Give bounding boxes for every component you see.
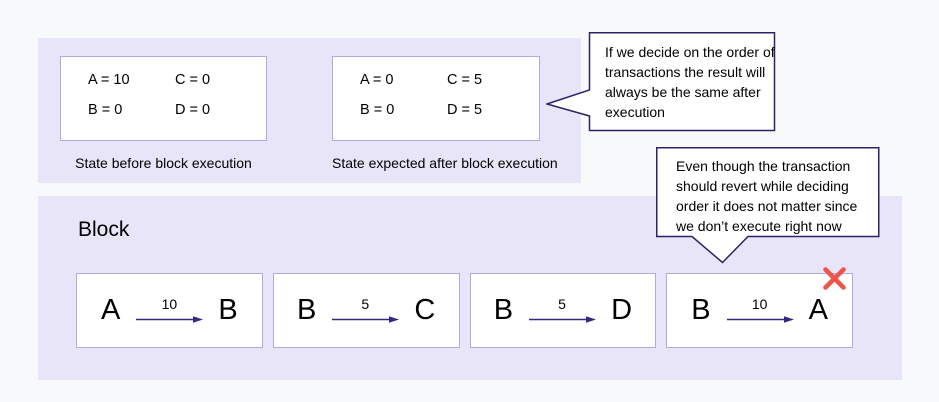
state-value: A = 10 (88, 72, 130, 88)
state-after-values: A = 0 C = 5 B = 0 D = 5 (333, 57, 539, 118)
state-before-box: A = 10 C = 0 B = 0 D = 0 (60, 56, 267, 141)
txn-from-label: B (296, 294, 317, 326)
callout-order-bubble: If we decide on the order of transaction… (546, 32, 776, 132)
txn-to-label: A (808, 294, 828, 326)
transaction-card-4: B 10 A (666, 267, 853, 348)
state-after-box: A = 0 C = 5 B = 0 D = 5 (332, 56, 540, 141)
reject-x-icon (823, 267, 846, 290)
txn-amount-label: 10 (751, 295, 768, 312)
transfer-arrow-icon (332, 315, 400, 323)
state-before-values: A = 10 C = 0 B = 0 D = 0 (61, 57, 266, 118)
state-value: B = 0 (88, 102, 123, 118)
speech-bubble-left-tail-shape (546, 32, 776, 132)
speech-bubble-bottom-tail-shape (656, 147, 880, 264)
callout-revert-text: Even though the transaction should rever… (676, 158, 858, 234)
block-title: Block (78, 218, 130, 241)
txn-transfer: 10 (135, 295, 204, 326)
state-after-caption: State expected after block execution (332, 155, 558, 171)
txn-amount-label: 5 (558, 295, 566, 312)
txn-transfer: 5 (528, 295, 597, 326)
txn-transfer: 10 (726, 296, 794, 326)
transaction-card-3: B 5 D (469, 273, 657, 348)
transaction-card-2: B 5 C (272, 273, 460, 348)
state-value: D = 0 (175, 102, 211, 118)
callout-order-text: If we decide on the order of transaction… (605, 44, 775, 120)
state-value: C = 5 (447, 72, 483, 88)
txn-amount-label: 5 (361, 295, 370, 312)
txn-from-label: B (691, 294, 711, 326)
txn-to-label: C (414, 294, 436, 326)
transfer-arrow-icon (529, 315, 597, 323)
state-value: D = 5 (447, 102, 483, 118)
transfer-arrow-icon (136, 315, 204, 323)
transaction-row: A 10 B B 5 C B (76, 267, 853, 348)
callout-revert-bubble: Even though the transaction should rever… (656, 147, 880, 267)
state-before-caption: State before block execution (75, 155, 252, 171)
state-value: B = 0 (360, 102, 395, 118)
state-value: C = 0 (175, 72, 211, 88)
txn-amount-label: 10 (161, 295, 178, 312)
txn-from-label: B (493, 294, 514, 326)
txn-from-label: A (101, 294, 121, 326)
txn-to-label: D (611, 294, 633, 326)
txn-transfer: 5 (331, 295, 400, 326)
state-value: A = 0 (360, 72, 394, 88)
transfer-arrow-icon (726, 315, 794, 323)
transaction-card-1: A 10 B (76, 273, 263, 348)
txn-to-label: B (218, 294, 238, 326)
